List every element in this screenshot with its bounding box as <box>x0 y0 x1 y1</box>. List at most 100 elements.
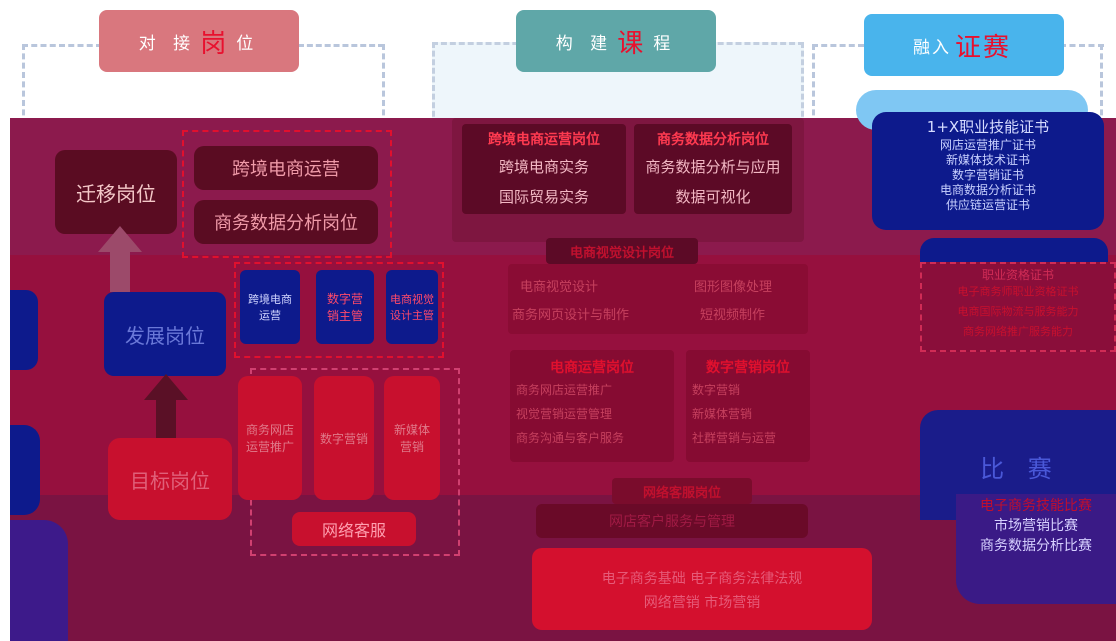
development-item-label: 跨境电商运营 <box>248 293 292 322</box>
header-right: 融入 证赛 <box>864 14 1064 76</box>
header-right-pre: 融入 <box>912 37 951 58</box>
contest-item: 市场营销比赛 <box>994 518 1078 534</box>
pro-cert-header: 职业资格证书 <box>981 268 1054 282</box>
target-position: 目标岗位 <box>108 438 232 520</box>
left-frame-top-line <box>298 44 384 47</box>
course-group-title: 商务数据分析岗位 <box>657 132 769 148</box>
marketing-group-item: 新媒体营销 <box>692 407 753 421</box>
cert-block: 1+X职业技能证书 网店运营推广证书 新媒体技术证书 数字营销证书 电商数据分析… <box>872 112 1104 230</box>
marketing-group-item: 数字营销 <box>692 383 741 397</box>
migration-item-label: 商务数据分析岗位 <box>214 213 358 234</box>
course-group: 跨境电商运营岗位 跨境电商实务 国际贸易实务 <box>462 124 626 214</box>
migration-items-frame <box>182 130 392 258</box>
course-group-title: 跨境电商运营岗位 <box>488 132 600 148</box>
right-frame-side-line <box>1100 44 1103 134</box>
service-title: 网络客服岗位 <box>612 478 752 504</box>
development-item: 数字营销主管 <box>316 270 374 344</box>
target-item-label: 数字营销 <box>320 431 369 446</box>
migration-item: 商务数据分析岗位 <box>194 200 378 244</box>
development-items-frame <box>234 262 444 358</box>
bottom-left-block <box>10 520 68 641</box>
up-arrow-icon <box>156 400 176 442</box>
service-item-label: 网店客户服务与管理 <box>609 514 735 530</box>
cert-item: 电商数据分析证书 <box>939 183 1036 197</box>
up-arrow-icon <box>110 252 130 292</box>
development-item: 跨境电商运营 <box>240 270 300 344</box>
ops-group-item: 视觉营销运营管理 <box>516 407 613 421</box>
left-edge-block <box>10 290 38 370</box>
marketing-group-item: 社群营销与运营 <box>692 431 777 445</box>
foundation-line: 电子商务基础 电子商务法律法规 <box>601 571 803 587</box>
header-middle-post: 程 <box>653 33 677 54</box>
pro-cert-item: 商务网络推广服务能力 <box>963 325 1073 338</box>
development-item-label: 电商视觉设计主管 <box>390 293 434 322</box>
contest-item: 商务数据分析比赛 <box>980 538 1092 554</box>
cert-item: 网店运营推广证书 <box>939 138 1036 152</box>
contest-label-text: 比 赛 <box>980 454 1060 483</box>
target-item-label: 新媒体营销 <box>393 423 430 454</box>
development-position-label: 发展岗位 <box>125 323 205 348</box>
ops-group-item: 商务沟通与客户服务 <box>516 431 625 445</box>
header-middle-emphasis: 课 <box>617 28 650 59</box>
target-item-label: 商务网店运营推广 <box>245 423 294 454</box>
visual-design-item: 图形图像处理 <box>694 280 773 295</box>
pro-cert-frame: 职业资格证书 电子商务师职业资格证书 电商国际物流与服务能力 商务网络推广服务能… <box>920 262 1116 352</box>
migration-position: 迁移岗位 <box>55 150 177 234</box>
migration-position-label: 迁移岗位 <box>76 181 156 206</box>
pro-cert-item: 电子商务师职业资格证书 <box>957 285 1079 298</box>
service-title-label: 网络客服岗位 <box>642 485 721 501</box>
visual-design-item: 电商视觉设计 <box>520 280 599 295</box>
foundation-block: 电子商务基础 电子商务法律法规 网络营销 市场营销 <box>532 548 872 630</box>
up-arrow-icon <box>144 374 188 400</box>
development-position: 发展岗位 <box>104 292 226 376</box>
marketing-group: 数字营销岗位 数字营销 新媒体营销 社群营销与运营 <box>686 350 810 462</box>
header-middle: 构 建 课 程 <box>516 10 716 72</box>
left-frame-side-line <box>22 44 25 134</box>
visual-design-group <box>508 264 808 334</box>
target-item: 商务网店运营推广 <box>238 376 302 500</box>
network-service: 网络客服 <box>292 512 416 546</box>
header-right-emphasis: 证赛 <box>954 32 1011 63</box>
visual-design-title: 电商视觉设计岗位 <box>546 238 698 264</box>
contest-list: 电子商务技能比赛 市场营销比赛 商务数据分析比赛 <box>956 494 1116 604</box>
header-left-post: 位 <box>236 33 260 54</box>
ops-group: 电商运营岗位 商务网店运营推广 视觉营销运营管理 商务沟通与客户服务 <box>510 350 674 462</box>
pro-cert-item: 电商国际物流与服务能力 <box>957 305 1079 318</box>
foundation-line: 网络营销 市场营销 <box>643 595 761 611</box>
development-item-label: 数字营销主管 <box>326 292 363 323</box>
development-item: 电商视觉设计主管 <box>386 270 438 344</box>
cert-item: 数字营销证书 <box>951 168 1024 182</box>
course-item: 跨境电商实务 <box>498 157 589 176</box>
target-item: 新媒体营销 <box>384 376 440 500</box>
right-frame-side-line <box>812 44 815 134</box>
header-left: 对 接 岗 位 <box>99 10 299 72</box>
visual-design-title-label: 电商视觉设计岗位 <box>569 245 674 261</box>
cert-item: 新媒体技术证书 <box>945 153 1030 167</box>
up-arrow-icon <box>98 226 142 252</box>
course-item: 商务数据分析与应用 <box>645 157 781 176</box>
service-item: 网店客户服务与管理 <box>536 504 808 538</box>
contest-label: 比 赛 <box>960 446 1080 486</box>
target-item: 数字营销 <box>314 376 374 500</box>
ops-group-title: 电商运营岗位 <box>550 360 634 376</box>
header-left-pre: 对 接 <box>138 33 197 54</box>
header-left-emphasis: 岗 <box>200 28 233 59</box>
header-middle-pre: 构 建 <box>555 33 614 54</box>
course-item: 数据可视化 <box>675 187 751 206</box>
course-group: 商务数据分析岗位 商务数据分析与应用 数据可视化 <box>634 124 792 214</box>
network-service-label: 网络客服 <box>321 521 386 540</box>
left-frame-top-line <box>22 44 102 47</box>
right-frame-top-line <box>1060 44 1104 47</box>
right-frame-top-line <box>812 44 864 47</box>
marketing-group-title: 数字营销岗位 <box>706 360 790 376</box>
migration-item: 跨境电商运营 <box>194 146 378 190</box>
cert-item: 供应链运营证书 <box>945 198 1030 212</box>
cert-header: 1+X职业技能证书 <box>926 118 1050 136</box>
left-frame-side-line <box>382 44 385 134</box>
left-edge-block <box>10 425 40 515</box>
visual-design-item: 短视频制作 <box>700 308 766 323</box>
visual-design-item: 商务网页设计与制作 <box>512 308 630 323</box>
target-position-label: 目标岗位 <box>130 468 210 493</box>
migration-item-label: 跨境电商运营 <box>232 159 340 180</box>
ops-group-item: 商务网店运营推广 <box>516 383 613 397</box>
